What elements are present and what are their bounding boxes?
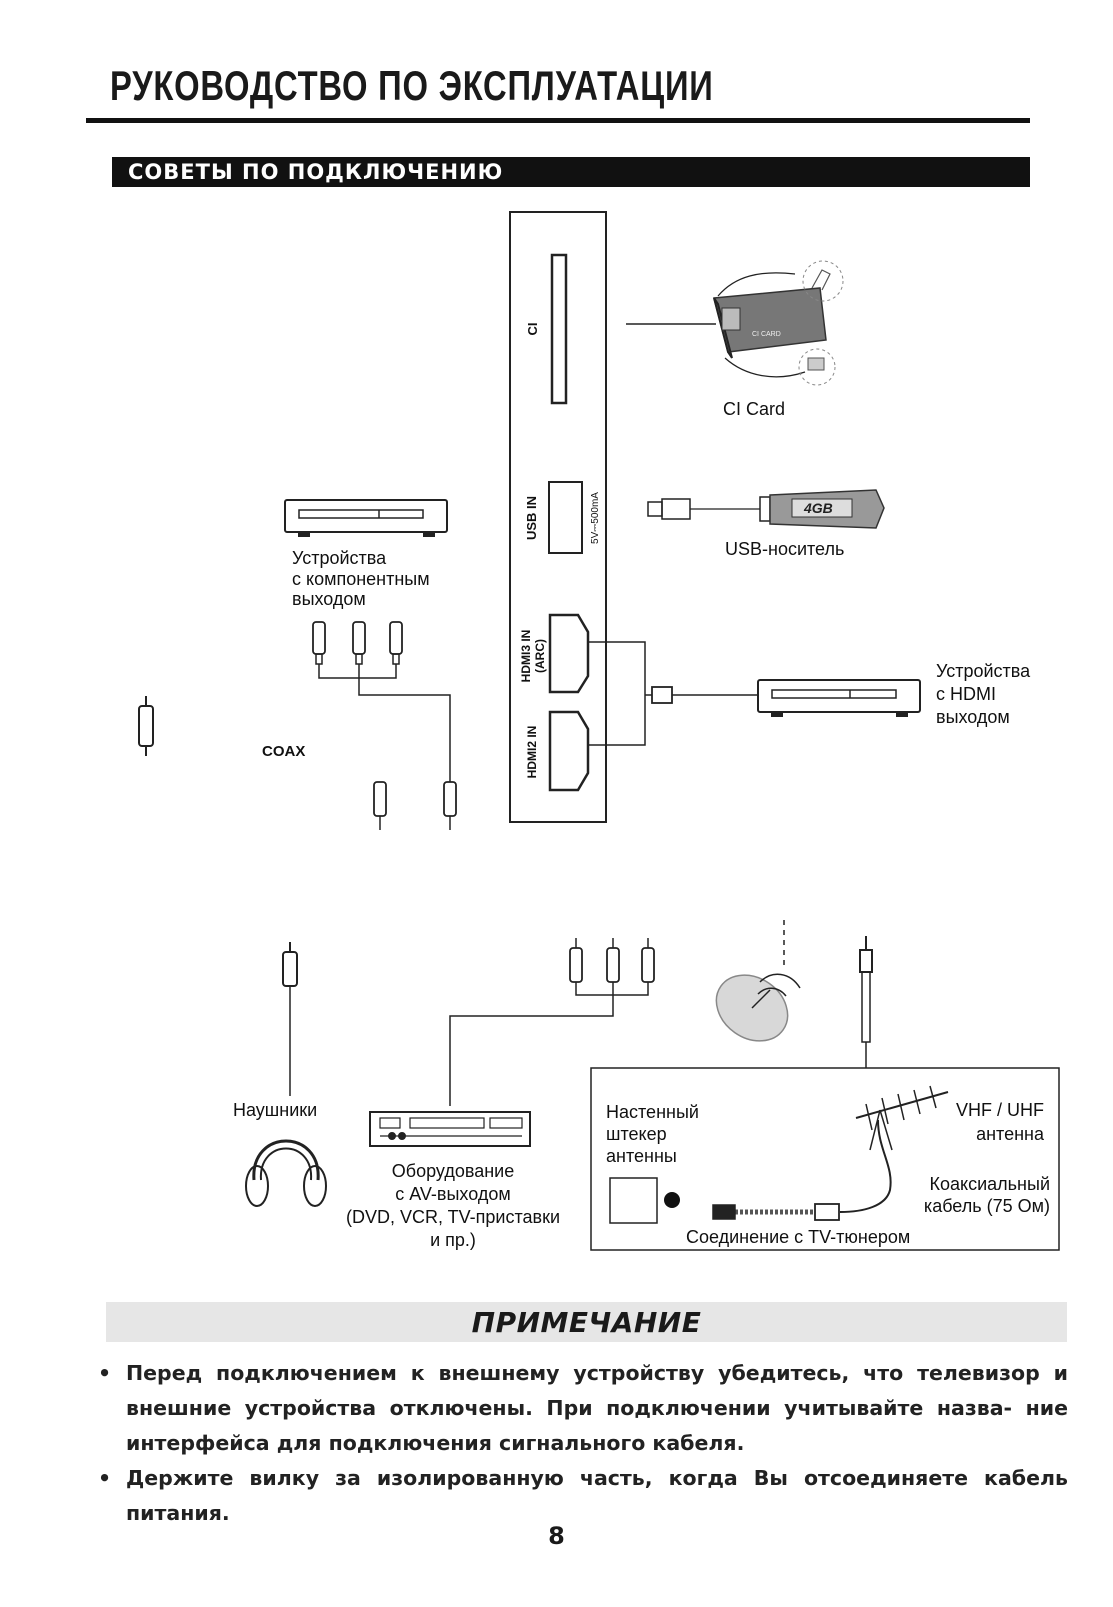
hdmi-cable-plug: [645, 686, 758, 704]
coax-cable-label-1: Коаксиальный: [930, 1174, 1050, 1194]
note-text: Перед подключением к внешнему устройству…: [126, 1361, 1068, 1455]
usb-rating-label: 5V⎓500mA: [590, 492, 601, 544]
usb-capacity: 4GB: [803, 500, 833, 516]
bullet: •: [98, 1361, 112, 1385]
wall-socket-label-2: штекер: [606, 1124, 667, 1144]
av-device-label-2: с AV-выходом: [395, 1184, 510, 1204]
coax-cable-icon: [712, 1119, 892, 1221]
note-item: • Держите вилку за изолированную часть, к…: [96, 1461, 1068, 1531]
headphones-label: Наушники: [233, 1100, 317, 1120]
note-item: • Перед подключением к внешнему устройств…: [96, 1356, 1068, 1461]
ci-card-brand: CI CARD: [752, 331, 781, 338]
av-device-image: [369, 1111, 531, 1147]
coax-label: COAX: [262, 743, 305, 760]
note-header-bar: ПРИМЕЧАНИЕ: [106, 1302, 1067, 1342]
hdmi3-port[interactable]: [548, 613, 590, 694]
connection-diagram: CI USB IN 5V⎓500mA HDMI3 IN (ARC) HDMI2 …: [138, 211, 1060, 1251]
component-in-plugs: [373, 781, 457, 830]
hdmi-device-label-3: выходом: [936, 707, 1010, 727]
hdmi-device-label-1: Устройства: [936, 661, 1031, 681]
av-rca-plugs: [449, 938, 655, 1106]
hdmi2-port-label: HDMI2 IN: [525, 726, 539, 779]
av-device-label-4: и пр.): [430, 1230, 476, 1250]
coax-cable-label-2: кабель (75 Ом): [924, 1196, 1050, 1216]
section-header-bar: СОВЕТЫ ПО ПОДКЛЮЧЕНИЮ: [112, 157, 1030, 187]
antenna-label-1: VHF / UHF: [956, 1100, 1044, 1120]
tuner-connection-label: Соединение с TV-тюнером: [686, 1227, 910, 1247]
antenna-label-2: антенна: [976, 1124, 1045, 1144]
aerial-cable-plug: [859, 936, 873, 1068]
ci-card-image: CI CARD: [713, 260, 844, 386]
av-device-label-1: Оборудование: [392, 1161, 514, 1181]
usb-port-label: USB IN: [524, 496, 539, 540]
component-device-label-2: с компонентным: [292, 569, 430, 589]
ci-card-label: CI Card: [723, 399, 785, 419]
hdmi2-port[interactable]: [548, 710, 590, 792]
av-device-label-3: (DVD, VCR, TV-приставки: [346, 1207, 560, 1227]
headphone-plug: [282, 942, 298, 1096]
coax-plug: [138, 696, 154, 756]
satellite-dish-icon: [715, 973, 801, 1042]
vhf-uhf-antenna-icon: [855, 1085, 949, 1151]
hdmi-device-label-2: с HDMI: [936, 684, 996, 704]
component-device-label-1: Устройства: [292, 548, 387, 568]
usb-stick-image: 4GB: [647, 489, 885, 529]
wall-socket-label-1: Настенный: [606, 1102, 699, 1122]
antenna-connection-box: [590, 1067, 1060, 1251]
usb-storage-label: USB-носитель: [725, 539, 844, 559]
note-list: • Перед подключением к внешнему устройств…: [96, 1356, 1068, 1531]
wall-antenna-socket[interactable]: [609, 1177, 658, 1224]
hdmi3-port-label: HDMI3 IN: [519, 630, 533, 683]
component-rca-plugs: [312, 621, 451, 782]
wall-socket-label-3: антенны: [606, 1146, 677, 1166]
page-title: РУКОВОДСТВО ПО ЭКСПЛУАТАЦИИ: [110, 62, 714, 109]
section-title: СОВЕТЫ ПО ПОДКЛЮЧЕНИЮ: [128, 160, 504, 184]
ci-port-label: CI: [525, 323, 540, 336]
bullet: •: [98, 1466, 112, 1490]
hdmi3-arc-label: (ARC): [533, 639, 547, 673]
title-divider: [86, 118, 1030, 123]
headphones-icon: [245, 1139, 327, 1207]
ci-slot[interactable]: [550, 253, 568, 405]
page-number: 8: [548, 1522, 565, 1550]
hdmi-device-image: [757, 679, 921, 717]
component-device-label-3: выходом: [292, 589, 366, 609]
tv-connector-panel: [509, 211, 607, 823]
note-title: ПРИМЕЧАНИЕ: [471, 1306, 702, 1339]
component-device-image: [284, 499, 448, 537]
note-text: Держите вилку за изолированную часть, ко…: [126, 1466, 1068, 1525]
usb-port[interactable]: [548, 481, 583, 554]
